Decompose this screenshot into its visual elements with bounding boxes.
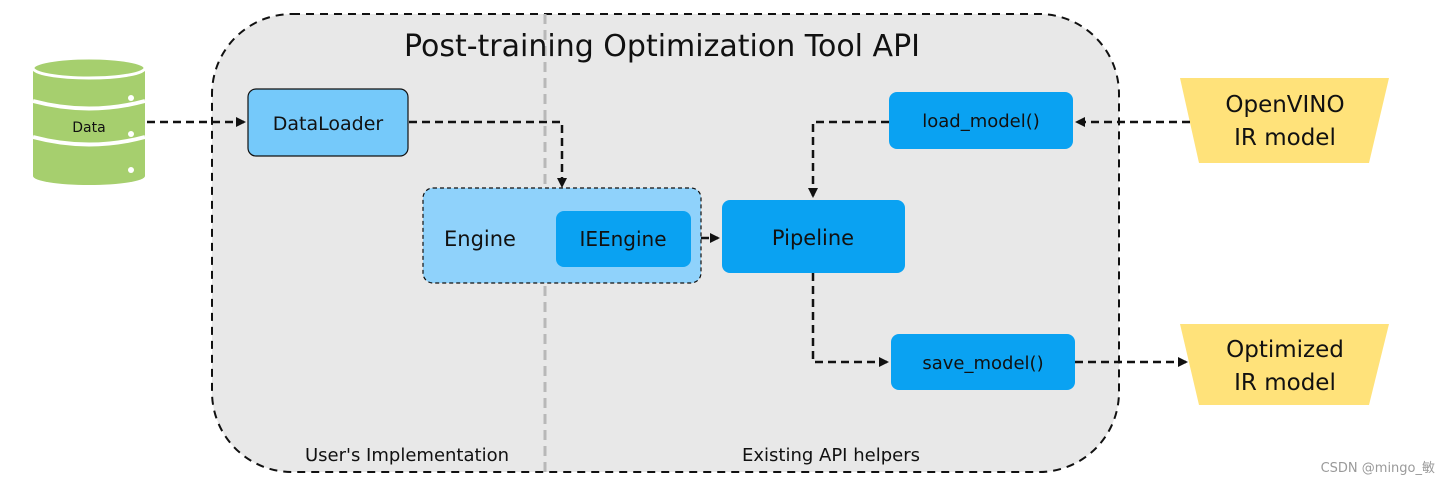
openvino-ir-model-label-line1: OpenVINO bbox=[1225, 92, 1344, 118]
optimized-ir-model-label-line1: Optimized bbox=[1226, 337, 1344, 363]
load-model-label: load_model() bbox=[922, 111, 1040, 132]
data-label: Data bbox=[72, 120, 105, 136]
save-model-box bbox=[891, 334, 1075, 390]
diagram-title: Post-training Optimization Tool API bbox=[404, 29, 920, 64]
ieengine-box bbox=[556, 211, 691, 267]
ieengine-label: IEEngine bbox=[579, 227, 666, 251]
engine-label: Engine bbox=[444, 227, 516, 251]
openvino-ir-model-shape bbox=[1180, 78, 1389, 163]
openvino-ir-model-label-line2: IR model bbox=[1234, 125, 1336, 151]
pipeline-label: Pipeline bbox=[772, 226, 854, 250]
arrow-pipeline-to-save-model bbox=[811, 273, 889, 367]
dataloader-label: DataLoader bbox=[273, 113, 384, 135]
existing-api-helpers-label: Existing API helpers bbox=[742, 445, 920, 466]
users-implementation-label: User's Implementation bbox=[305, 445, 509, 466]
db-indicator-dot bbox=[128, 131, 134, 137]
save-model-label: save_model() bbox=[922, 353, 1043, 374]
load-model-box bbox=[889, 92, 1073, 149]
optimized-ir-model-shape bbox=[1180, 324, 1389, 405]
db-indicator-dot bbox=[128, 167, 134, 173]
arrow-dataloader-to-ieengine bbox=[409, 120, 567, 188]
optimized-ir-model-label-line2: IR model bbox=[1234, 370, 1336, 396]
db-indicator-dot bbox=[128, 95, 134, 101]
data-database bbox=[31, 56, 147, 185]
watermark: CSDN @mingo_敏 bbox=[1320, 461, 1435, 476]
dataloader-box bbox=[247, 88, 409, 157]
pipeline-box bbox=[722, 200, 905, 273]
